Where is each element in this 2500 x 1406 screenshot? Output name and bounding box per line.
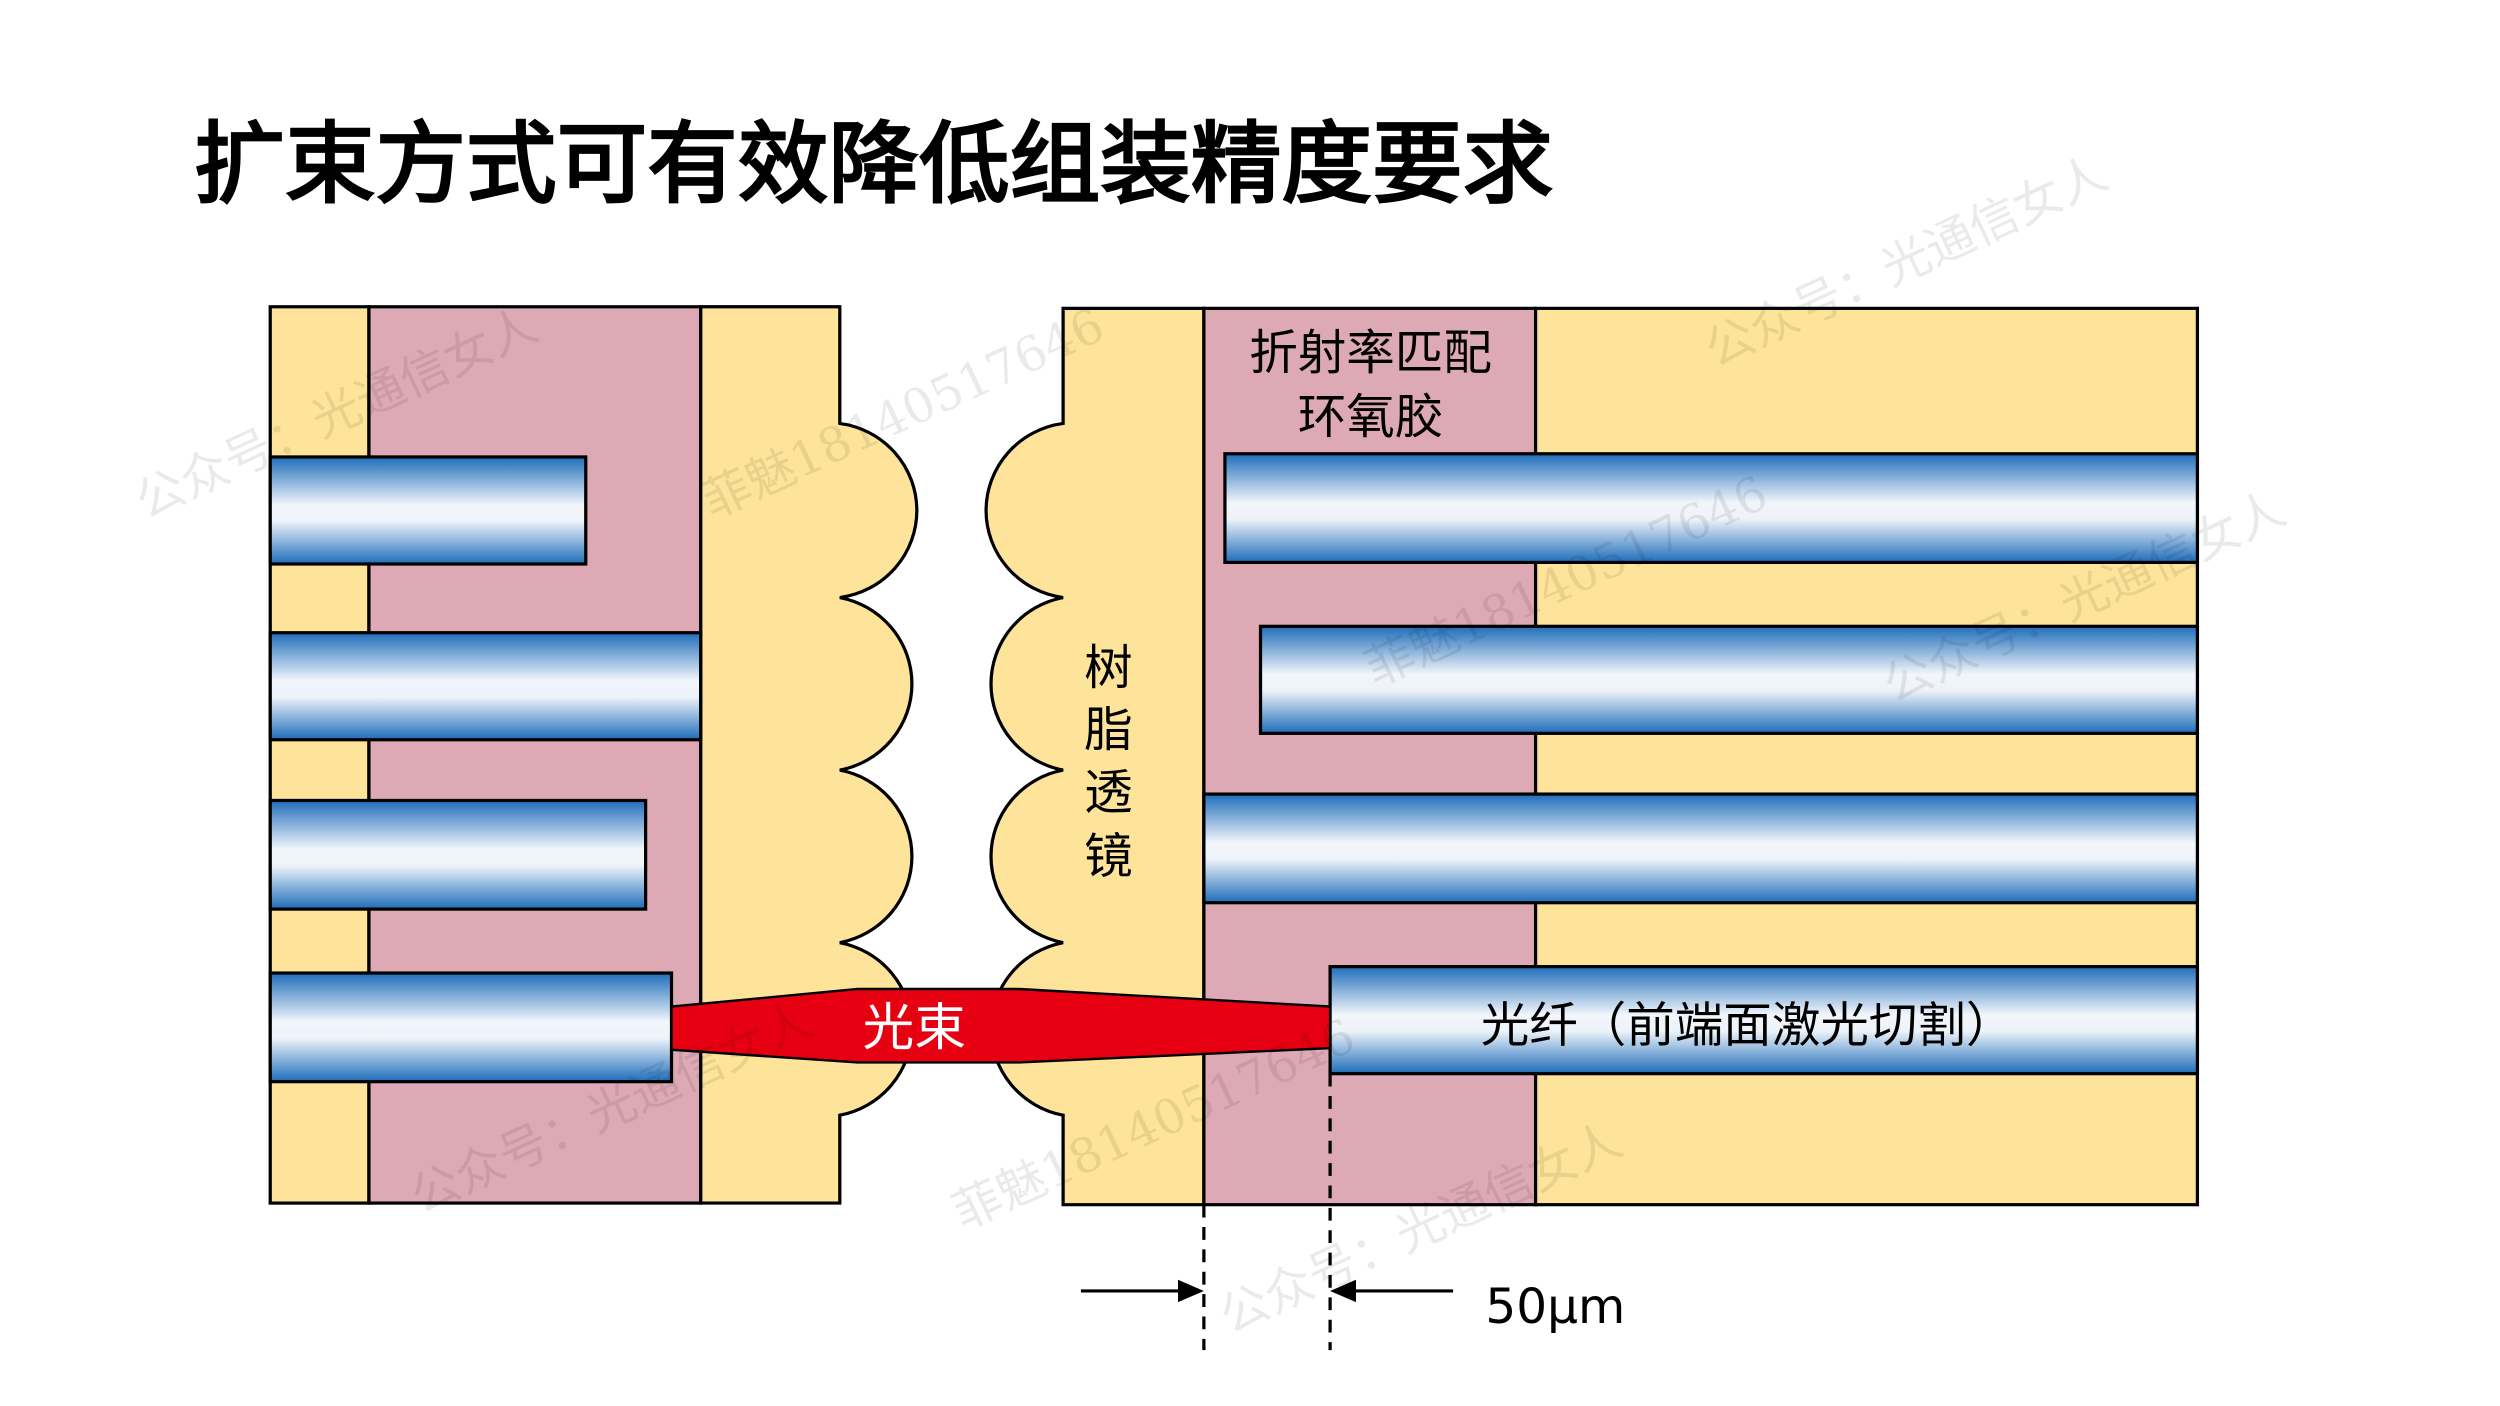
left-fiber [268, 798, 648, 911]
right-connector [984, 306, 2200, 1207]
right-fiber [1202, 792, 2200, 905]
lens-label-char: 树 [1084, 640, 1133, 696]
light-beam [670, 987, 1332, 1064]
gap-dimension [1080, 1073, 1454, 1351]
lens-label-char: 脂 [1084, 702, 1133, 758]
beam-label: 光束 [862, 998, 966, 1058]
gap-label: 50μm [1485, 1279, 1625, 1335]
right-fiber [1258, 624, 2200, 735]
left-fiber [268, 631, 703, 742]
right-fiber [1328, 965, 2200, 1076]
left-connector [268, 305, 919, 1205]
lens-label-char: 镜 [1084, 829, 1133, 885]
right-fiber [1223, 452, 2200, 564]
fiber-label: 光纤（前端面激光切割） [1481, 998, 2015, 1054]
page-title: 扩束方式可有效降低组装精度要求 [194, 112, 1553, 216]
epoxy-label-line2: 环氧胶 [1298, 389, 1444, 445]
epoxy-label-line1: 折射率匹配 [1249, 325, 1492, 381]
left-fiber [268, 455, 588, 566]
left-fiber [268, 971, 674, 1084]
lens-label-char: 透 [1084, 765, 1133, 821]
